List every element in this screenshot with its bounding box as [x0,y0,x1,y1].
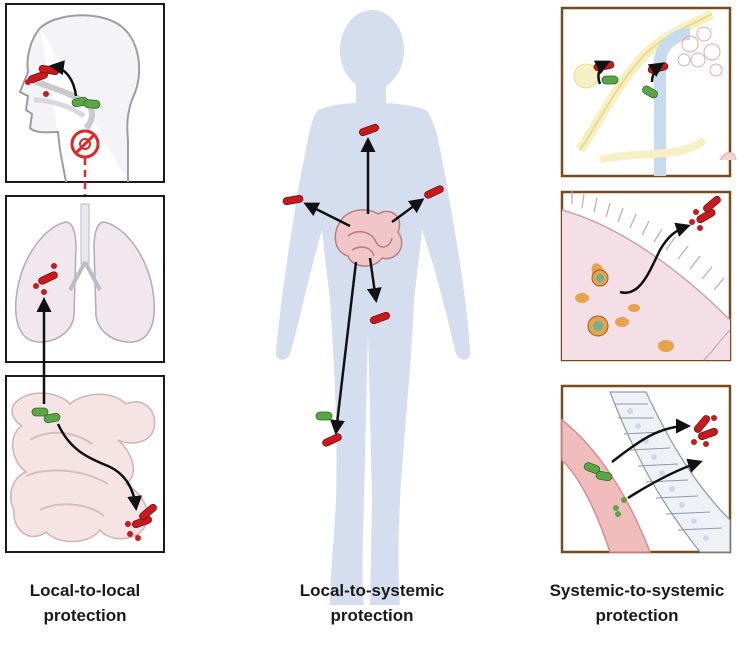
red-cell-cluster [25,64,60,97]
prohibition-icon [70,129,100,159]
black-arrow [627,458,703,500]
caption-line: Local-to-systemic [299,581,445,600]
panel-vessel [560,384,732,554]
panel-intestine [5,375,165,553]
caption-local-to-systemic: Local-to-systemic protection [282,578,462,628]
black-arrow [647,62,665,83]
black-arrow [303,137,425,435]
caption-systemic-to-systemic: Systemic-to-systemic protection [536,578,738,628]
caption-local-to-local: Local-to-local protection [0,578,170,628]
caption-line: Systemic-to-systemic [549,581,725,600]
green-cell-cluster [315,411,333,421]
caption-line: Local-to-local [29,581,141,600]
green-cell-cluster [582,461,627,517]
red-cell-cluster [125,502,159,541]
panel-epithelium [560,190,732,362]
black-arrow [619,222,691,295]
right-lung [93,221,156,343]
black-arrow [593,60,611,85]
black-arrow [49,60,78,97]
red-cell-cluster [691,413,719,447]
body-silhouette [275,10,471,605]
panel-lymph-vessels [560,6,737,178]
black-arrow [56,423,143,511]
head-outline [18,14,141,183]
red-cell-cluster [33,263,59,295]
caption-line: protection [330,606,414,625]
small-intestine [334,209,403,267]
caption-line: protection [43,606,127,625]
intestine-loops [10,392,156,543]
caption-line: protection [595,606,679,625]
panel-lungs [5,195,165,363]
red-cell-cluster [689,194,723,231]
black-arrow [611,418,691,463]
